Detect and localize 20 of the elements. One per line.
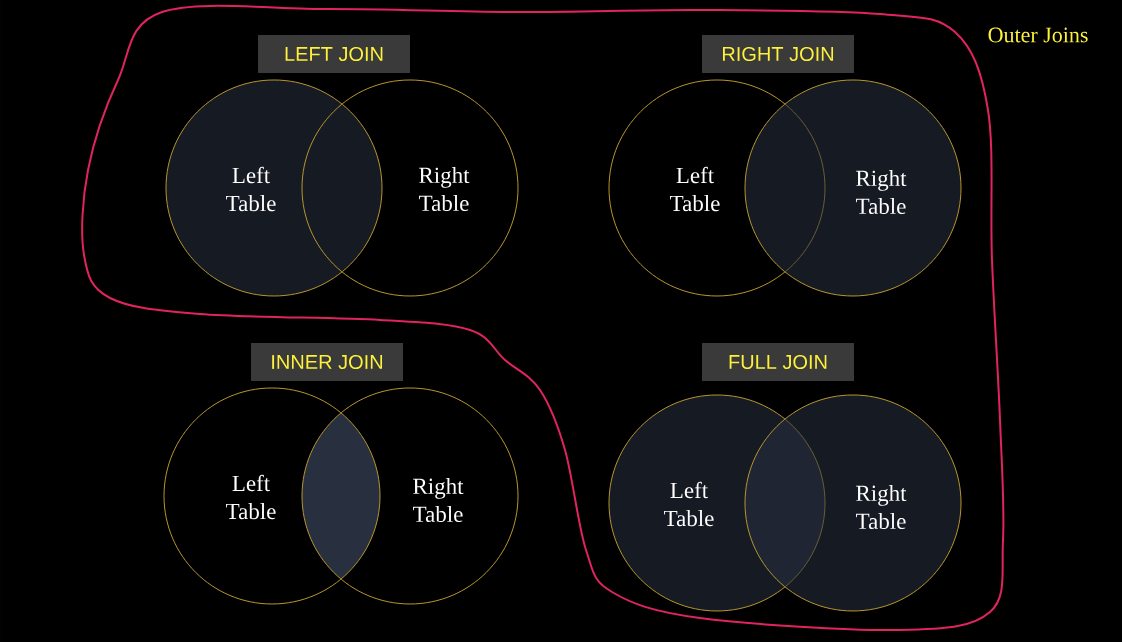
title-box: INNER JOIN xyxy=(251,343,403,381)
venn-circle xyxy=(744,79,962,297)
venn-circle xyxy=(744,394,962,612)
venn-circle xyxy=(301,79,519,297)
venn-circle xyxy=(608,79,826,297)
circle-label: Left Table xyxy=(670,166,720,212)
title-box: LEFT JOIN xyxy=(258,35,410,73)
circle-label: Right Table xyxy=(856,484,907,530)
venn-circle xyxy=(301,387,519,605)
venn-circle xyxy=(163,387,381,605)
title-box: RIGHT JOIN xyxy=(702,35,854,73)
circle-label: Left Table xyxy=(664,481,714,527)
circle-label: Right Table xyxy=(856,169,907,215)
title-box: FULL JOIN xyxy=(702,343,854,381)
circle-label: Right Table xyxy=(419,166,470,212)
circle-label: Left Table xyxy=(226,474,276,520)
circle-label: Right Table xyxy=(413,477,464,523)
venn-circle xyxy=(165,79,383,297)
heading: Outer Joins xyxy=(988,27,1088,43)
circle-label: Left Table xyxy=(226,166,276,212)
